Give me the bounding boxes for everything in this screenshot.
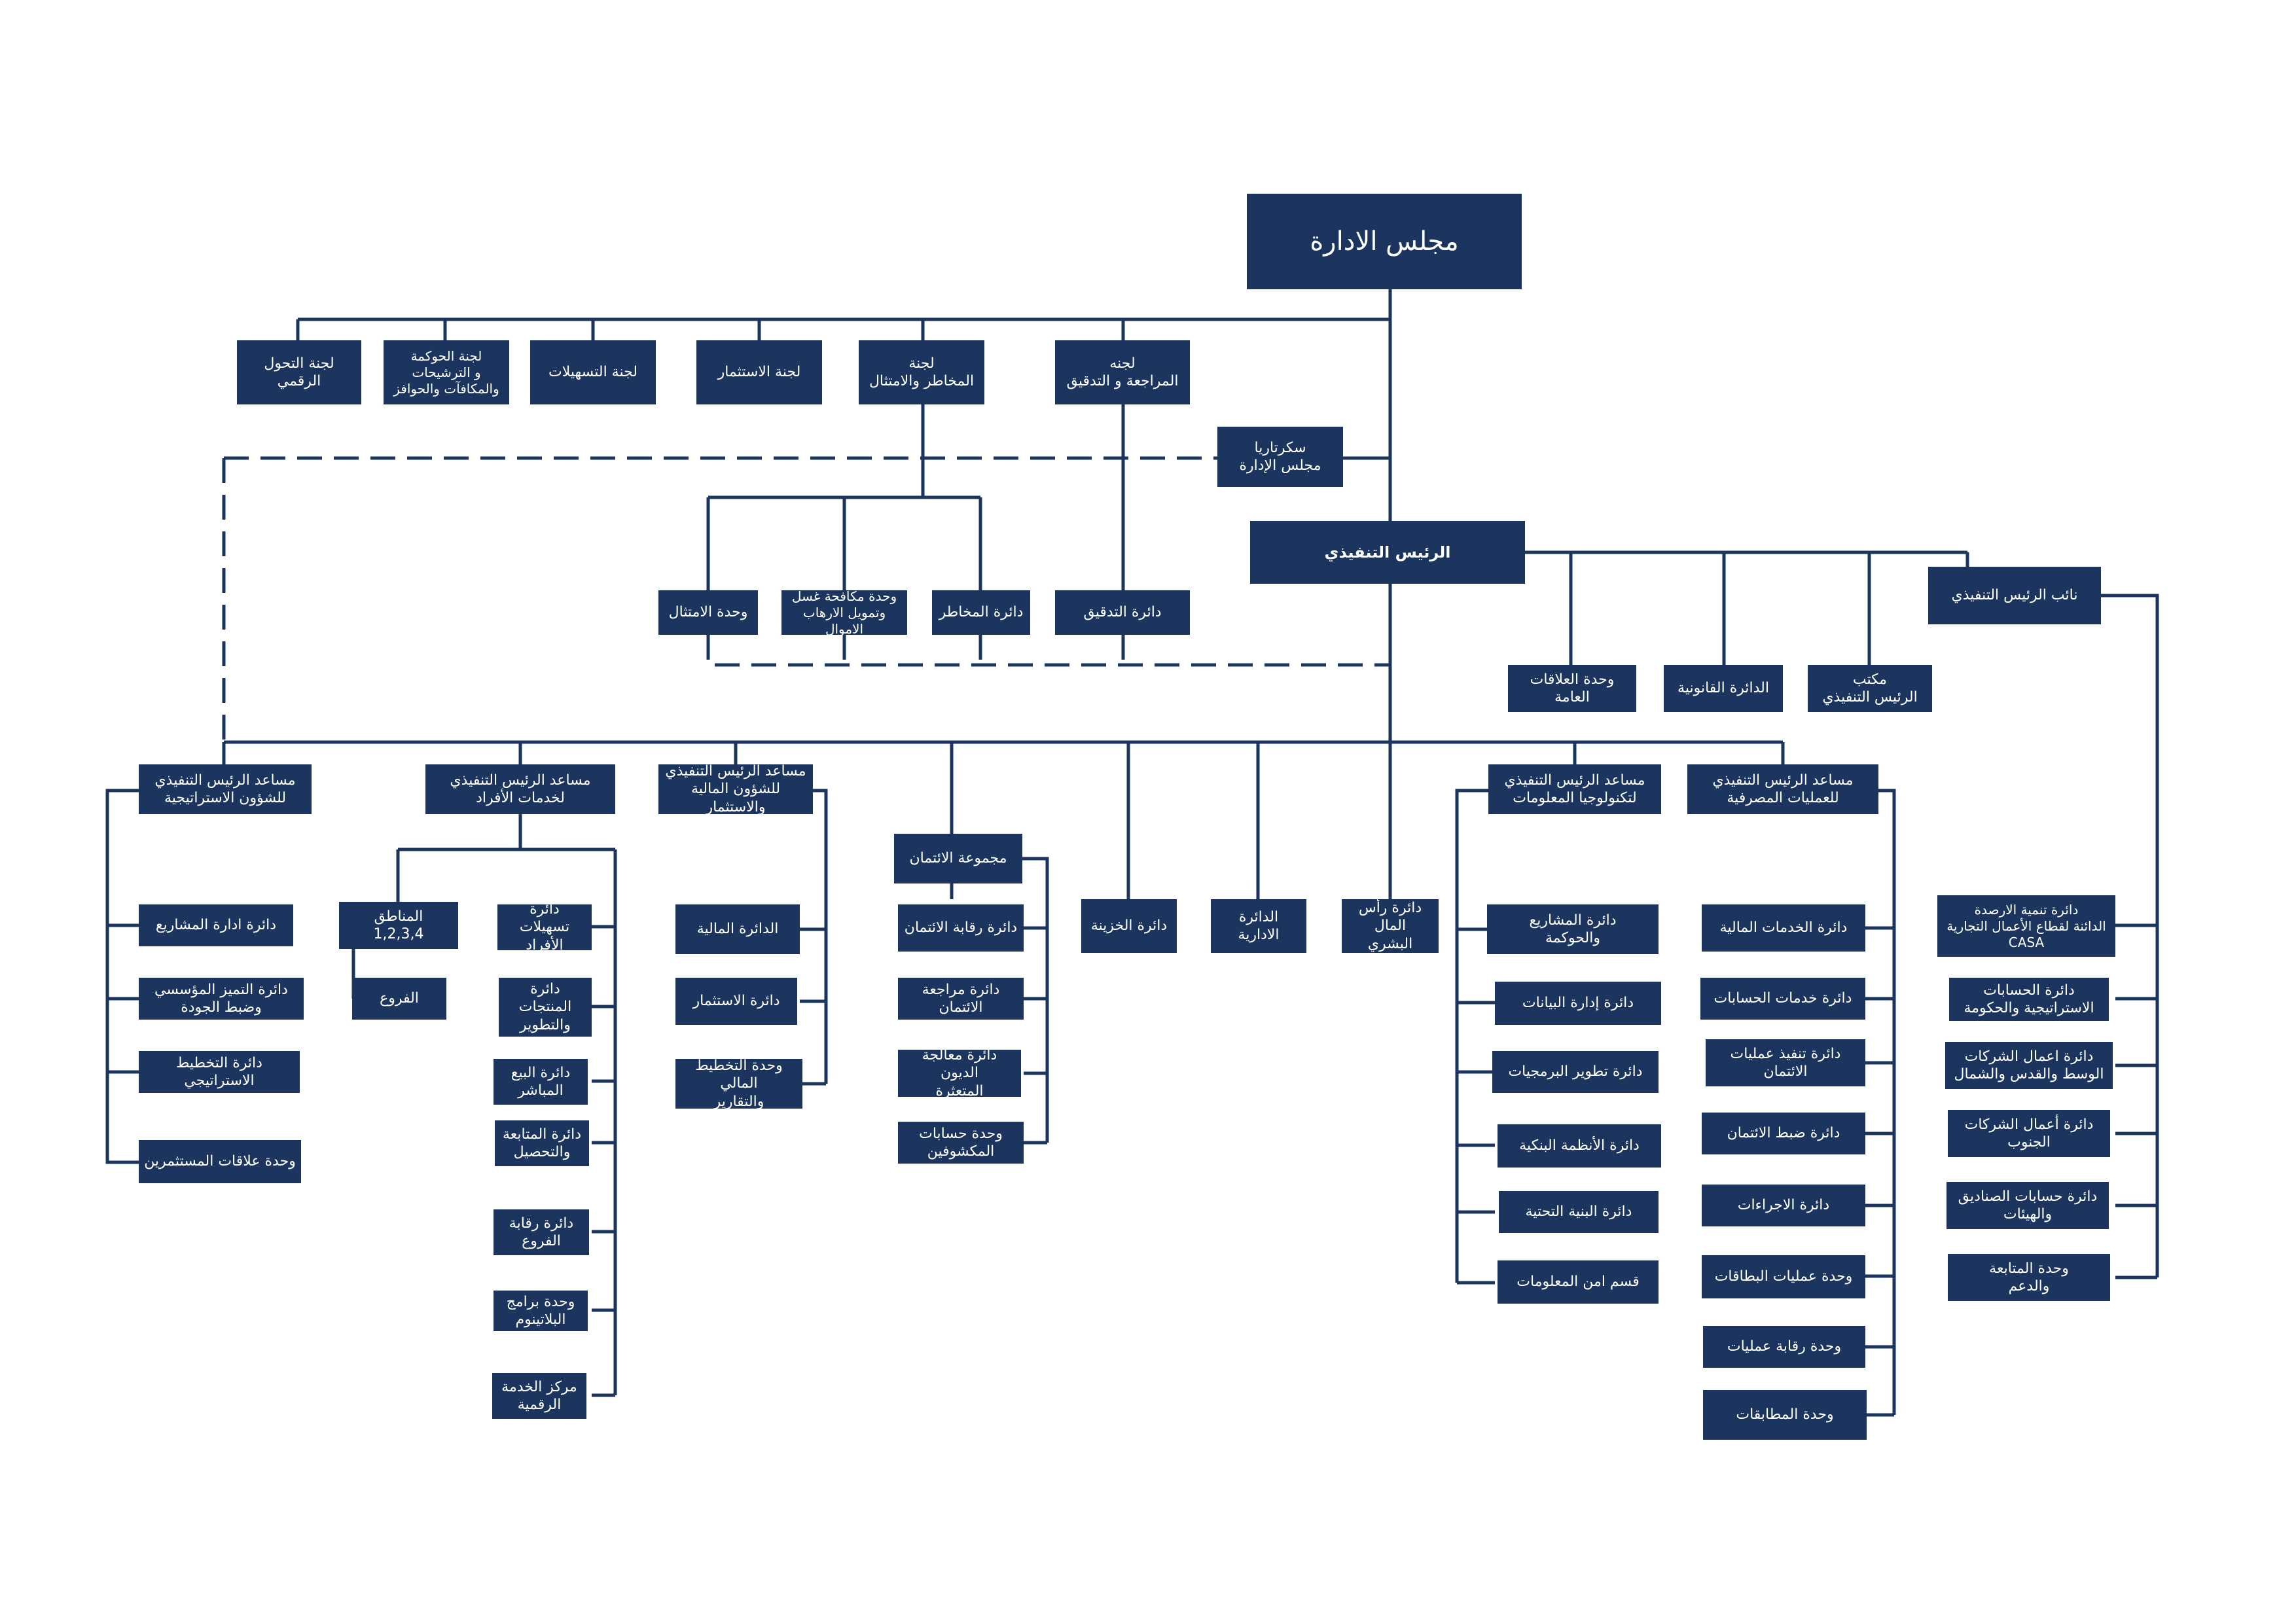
- assistant-it: مساعد الرئيس التنفيذي لتكنولوجيا المعلوم…: [1488, 764, 1661, 814]
- deputy-unit: دائرة حسابات الصناديق والهيئات: [1946, 1182, 2109, 1229]
- digital-transformation-committee: لجنة التحول الرقمي: [237, 340, 361, 404]
- banking-unit: وحدة المطابقات: [1703, 1390, 1867, 1440]
- banking-unit: دائرة خدمات الحسابات: [1700, 978, 1865, 1020]
- deputy-unit: دائرة أعمال الشركات الجنوب: [1948, 1110, 2110, 1157]
- retail-unit: دائرة رقابة الفروع: [493, 1209, 589, 1255]
- strategic-spine: [105, 789, 139, 1164]
- strategic-unit: دائرة ادارة المشاريع: [139, 904, 293, 946]
- deputy-unit: دائرة تنمية الارصدة الدائنة لقطاع الأعما…: [1937, 895, 2115, 957]
- finance-unit: الدائرة المالية: [675, 904, 800, 954]
- deputy-unit: دائرة الحسابات الاستراتيجية والحكومة: [1949, 978, 2109, 1021]
- banking-spine: [1878, 789, 1896, 1415]
- audit-department: دائرة التدقيق: [1055, 590, 1190, 635]
- finance-spine: [813, 789, 828, 1084]
- risk-compliance-committee: لجنة المخاطر والامتثال: [859, 340, 984, 404]
- legal-department: الدائرة القانونية: [1664, 665, 1783, 712]
- assistant-retail: مساعد الرئيس التنفيذي لخدمات الأفراد: [425, 764, 615, 814]
- administrative-department: الدائرة الادارية: [1211, 899, 1306, 953]
- banking-unit: وحدة رقابة عمليات: [1703, 1326, 1865, 1368]
- it-unit: دائرة تطوير البرمجيات: [1492, 1051, 1659, 1093]
- facilities-committee: لجنة التسهيلات: [530, 340, 656, 404]
- ceo-box: الرئيس التنفيذي: [1250, 521, 1525, 584]
- credit-spine: [1022, 857, 1049, 1143]
- strategic-unit: دائرة التخطيط الاستراتيجي: [139, 1051, 300, 1093]
- board-of-directors-box: مجلس الادارة: [1247, 194, 1522, 289]
- deputy-spine: [2101, 594, 2159, 1277]
- deputy-unit: دائرة اعمال الشركات الوسط والقدس والشمال: [1945, 1042, 2113, 1089]
- credit-group: مجموعة الائتمان: [894, 834, 1022, 883]
- aml-unit: وحدة مكافحة غسل وتمويل الارهاب الاموال: [781, 588, 907, 637]
- credit-unit: وحدة حسابات المكشوفين: [898, 1122, 1024, 1164]
- compliance-unit: وحدة الامتثال: [658, 590, 758, 635]
- banking-unit: دائرة ضبط الائتمان: [1702, 1113, 1865, 1154]
- board-secretariat-box: سكرتاريا مجلس الإدارة: [1217, 427, 1343, 487]
- audit-committee: لجنه المراجعة و التدقيق: [1055, 340, 1190, 404]
- investment-committee: لجنة الاستثمار: [696, 340, 822, 404]
- assistant-strategic: مساعد الرئيس التنفيذي للشؤون الاستراتيجي…: [139, 764, 312, 814]
- deputy-ceo-box: نائب الرئيس التنفيذي: [1928, 567, 2101, 624]
- governance-committee: لجنة الحوكمة و الترشيحات والمكافآت والحو…: [384, 340, 509, 404]
- it-unit: قسم امن المعلومات: [1498, 1260, 1659, 1304]
- regions-box: المناطق 1,2,3,4: [339, 902, 458, 949]
- strategic-unit: وحدة علاقات المستثمرين: [139, 1140, 301, 1183]
- credit-unit: دائرة رقابة الائتمان: [898, 904, 1024, 952]
- human-capital-department: دائرة رأس المال البشري: [1342, 899, 1439, 953]
- banking-unit: دائرة تنفيذ عمليات الائتمان: [1706, 1039, 1865, 1086]
- deputy-unit: وحدة المتابعة والدعم: [1948, 1254, 2110, 1301]
- strategic-unit: دائرة التميز المؤسسي وضبط الجودة: [139, 978, 304, 1020]
- retail-unit: وحدة برامج البلاتينوم: [493, 1291, 588, 1331]
- banking-unit: دائرة الخدمات المالية: [1702, 904, 1865, 952]
- ceo-office: مكتب الرئيس التنفيذي: [1808, 665, 1932, 712]
- it-unit: دائرة المشاريع والحوكمة: [1487, 904, 1659, 954]
- finance-unit: دائرة الاستثمار: [675, 978, 797, 1025]
- credit-unit: دائرة معالجة الديون المتعثرة: [898, 1047, 1021, 1099]
- retail-unit: دائرة تسهيلات الأفراد: [497, 901, 592, 954]
- risk-department: دائرة المخاطر: [932, 590, 1030, 635]
- credit-unit: دائرة مراجعة الائتمان: [898, 978, 1024, 1020]
- it-unit: دائرة إدارة البيانات: [1495, 982, 1661, 1025]
- banking-unit: دائرة الاجراءات: [1702, 1185, 1865, 1226]
- assistant-banking: مساعد الرئيس التنفيذي للعمليات المصرفية: [1687, 764, 1878, 814]
- retail-unit: دائرة المنتجات والتطوير: [499, 978, 592, 1037]
- retail-unit: مركز الخدمة الرقمية: [492, 1373, 586, 1419]
- public-relations-unit: وحدة العلاقات العامة: [1508, 665, 1636, 712]
- it-unit: دائرة الأنظمة البنكية: [1498, 1124, 1661, 1168]
- it-spine: [1455, 789, 1488, 1283]
- it-unit: دائرة البنية التحتية: [1499, 1191, 1659, 1233]
- finance-unit: وحدة التخطيط المالي والتقارير: [675, 1058, 802, 1110]
- retail-unit: دائرة البيع المباشر: [493, 1059, 588, 1105]
- retail-unit: دائرة المتابعة والتحصيل: [495, 1120, 589, 1166]
- banking-unit: وحدة عمليات البطاقات: [1702, 1255, 1865, 1298]
- treasury-department: دائرة الخزينة: [1081, 899, 1177, 953]
- dashed-bottom: [706, 635, 1390, 667]
- assistant-finance: مساعد الرئيس التنفيذي للشؤون المالية وال…: [658, 763, 813, 815]
- branches-box: الفروع: [352, 978, 446, 1020]
